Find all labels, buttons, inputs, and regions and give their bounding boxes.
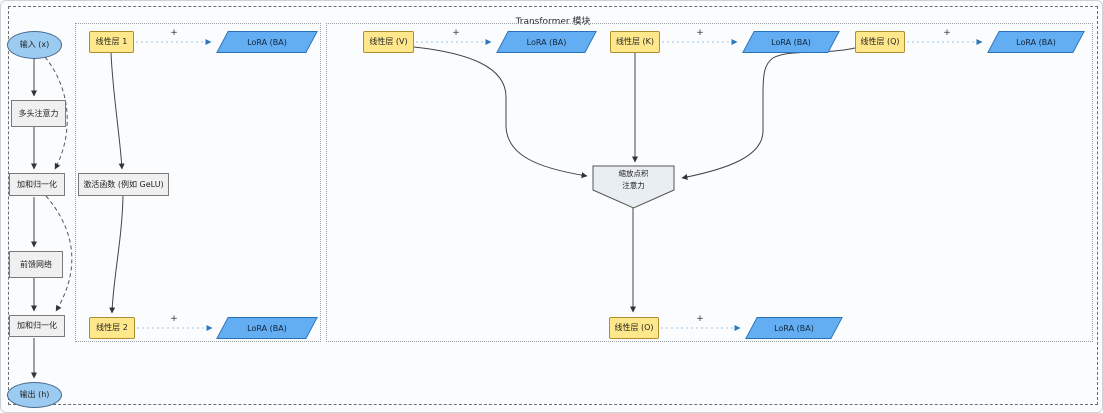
node-linear2: 线性层 2 [89,317,135,339]
plus-label-v: + [452,28,460,38]
node-linear-q: 线性层 (Q) [855,31,905,53]
node-lora-o: LoRA (BA) [744,317,844,339]
node-lora-k: LoRA (BA) [741,31,841,53]
node-lora-v: LoRA (BA) [495,31,598,53]
node-linear-v: 线性层 (V) [363,31,414,53]
node-lora-linear2: LoRA (BA) [215,317,319,339]
node-activation: 激活函数 (例如 GeLU) [78,173,169,196]
node-multi-head-attention: 多头注意力 [11,100,66,127]
plus-label-o: + [696,314,704,324]
plus-label-q: + [943,28,951,38]
node-lora-q: LoRA (BA) [986,31,1086,53]
node-add-norm-1: 加和归一化 [9,173,65,196]
node-output: 输出 (h) [7,382,62,408]
plus-label-linear1: + [170,28,178,38]
ffn-detail-container [75,23,321,342]
node-lora-linear1: LoRA (BA) [215,31,319,53]
node-linear-o: 线性层 (O) [609,317,659,339]
node-linear1: 线性层 1 [89,31,134,53]
container-title: Transformer 模块 [515,17,591,27]
attention-detail-container [326,23,1093,342]
plus-label-linear2: + [170,314,178,324]
transformer-module-container: Transformer 模块 [8,6,1098,405]
node-scaled-dot-product-attention: 缩放点积 注意力 [618,169,649,190]
node-feed-forward: 前馈网络 [9,251,63,278]
node-add-norm-2: 加和归一化 [9,315,65,337]
node-linear-k: 线性层 (K) [610,31,660,53]
node-input: 输入 (x) [7,31,62,59]
plus-label-k: + [696,28,704,38]
